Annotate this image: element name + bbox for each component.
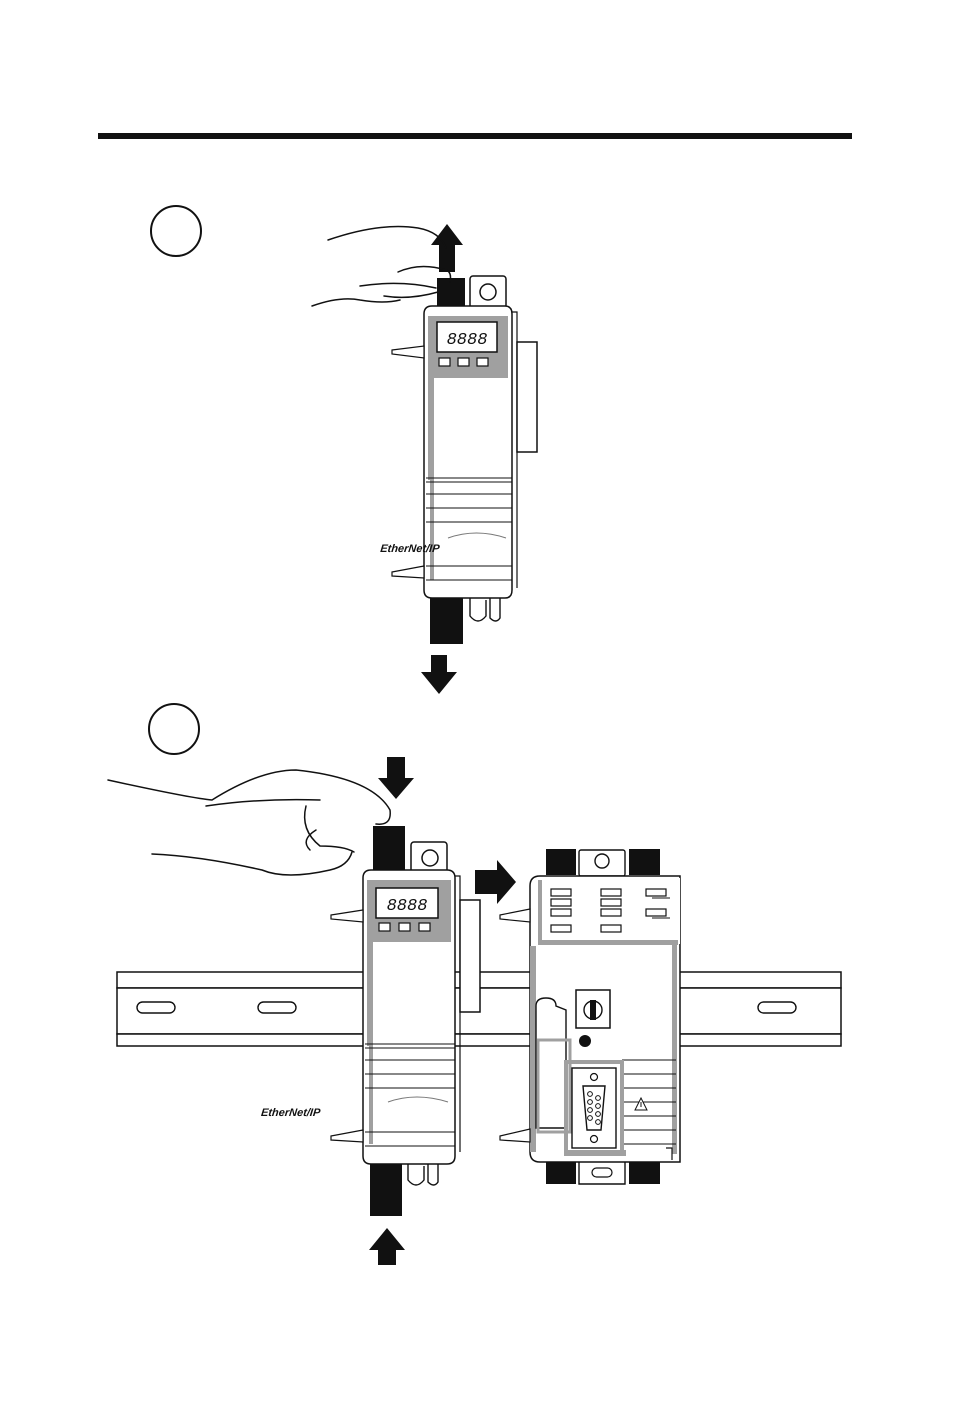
left-clip-top: [500, 909, 530, 922]
display-step1: 8888: [447, 331, 488, 350]
bottom-latch: [370, 1164, 402, 1216]
brand-step1: EtherNet/IP: [380, 543, 441, 555]
arrow-right-icon: [475, 860, 516, 904]
bottom-clip: [470, 598, 500, 621]
top-latch: [437, 278, 465, 308]
adjacent-controller: [530, 849, 680, 1184]
bottom-clip: [408, 1164, 438, 1185]
bottom-latch: [430, 598, 463, 644]
side-connector: [517, 342, 537, 452]
screw-icon: [422, 850, 438, 866]
hand-icon: [108, 770, 390, 875]
arrow-up-icon: [431, 224, 463, 272]
left-clip-top: [331, 910, 363, 922]
arrow-down-icon: [421, 655, 457, 694]
display-step2: 8888: [387, 897, 428, 916]
arrow-down-icon: [378, 757, 414, 799]
left-clip-top: [392, 346, 424, 358]
side-connector: [460, 900, 480, 1012]
left-clip-bottom: [331, 1130, 363, 1142]
screw-icon: [480, 284, 496, 300]
hand-icon: [312, 227, 451, 307]
header-rule: [98, 133, 852, 139]
reset-button: [579, 1035, 591, 1047]
top-latch: [373, 826, 405, 872]
step-2-badge: [149, 704, 199, 754]
screw-icon: [595, 854, 609, 868]
brand-step2: EtherNet/IP: [260, 1107, 321, 1119]
left-clip-bottom: [500, 1129, 530, 1142]
step-1-badge: [151, 206, 201, 256]
arrow-up-icon: [369, 1228, 405, 1265]
left-clip-bottom: [392, 566, 424, 578]
